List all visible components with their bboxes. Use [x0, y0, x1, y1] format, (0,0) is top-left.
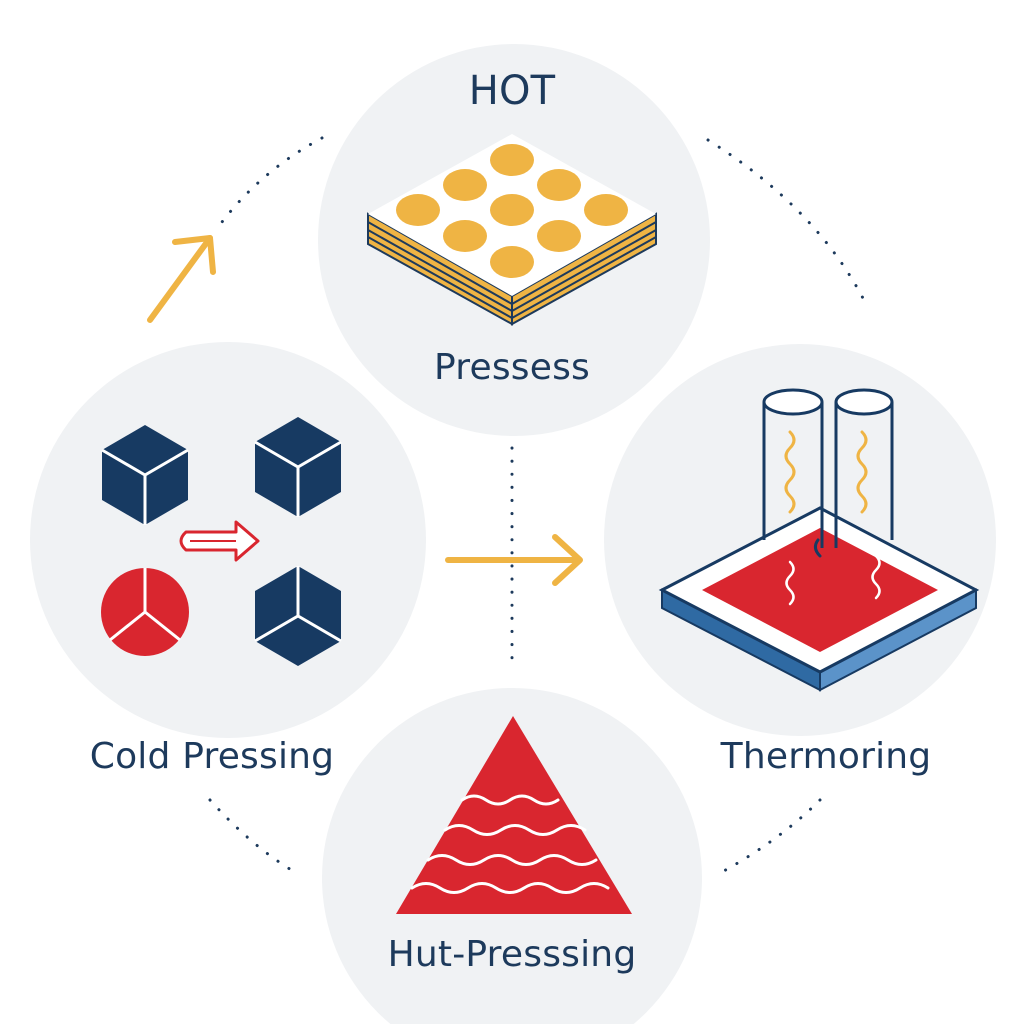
layered-stack-with-disks-icon: [367, 134, 657, 326]
gold-arrow-diagonal: [147, 235, 216, 323]
gold-arrow-horizontal: [445, 534, 583, 586]
dotted-arc-top-right: [706, 138, 870, 310]
wavy-triangle-icon: [396, 716, 632, 914]
dotted-arc-bottom-left: [208, 798, 302, 877]
outline-arrow-icon: [179, 520, 260, 562]
node-top-title: HOT: [468, 68, 556, 114]
dotted-arc-top-left: [220, 136, 324, 224]
dotted-arc-bottom-right: [720, 798, 822, 874]
node-top-subtitle: Pressess: [433, 347, 590, 388]
heated-plate-with-tubes-icon: [658, 388, 980, 692]
node-left-label: Cold Pressing: [89, 736, 335, 777]
cube-icon: [101, 425, 189, 525]
node-right-label: Thermoring: [720, 736, 932, 777]
pie-circle-icon: [101, 568, 189, 656]
cube-icon: [254, 566, 342, 666]
node-bottom-label: Hut-Presssing: [387, 934, 637, 975]
cube-icon: [254, 417, 342, 517]
dotted-connectors: [208, 136, 870, 877]
